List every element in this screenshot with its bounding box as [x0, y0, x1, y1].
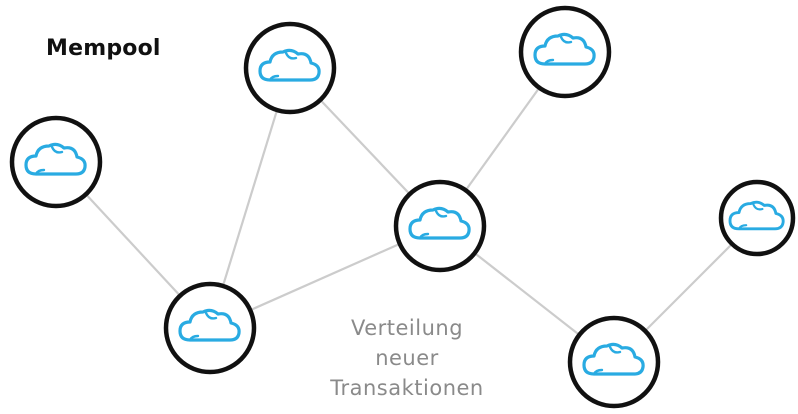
node-4	[393, 179, 487, 273]
node-6	[567, 315, 661, 409]
nodes	[9, 5, 796, 409]
caption-line-1: Verteilung	[350, 316, 464, 340]
caption-line-2: neuer	[375, 346, 439, 370]
distribution-caption: Verteilung neuer Transaktionen	[322, 313, 492, 403]
node-3	[243, 21, 337, 115]
node-7	[718, 179, 796, 257]
node-2	[163, 281, 257, 375]
node-5	[518, 5, 612, 99]
caption-line-3: Transaktionen	[330, 376, 484, 400]
node-1	[9, 115, 103, 209]
mempool-title: Mempool	[46, 36, 161, 61]
